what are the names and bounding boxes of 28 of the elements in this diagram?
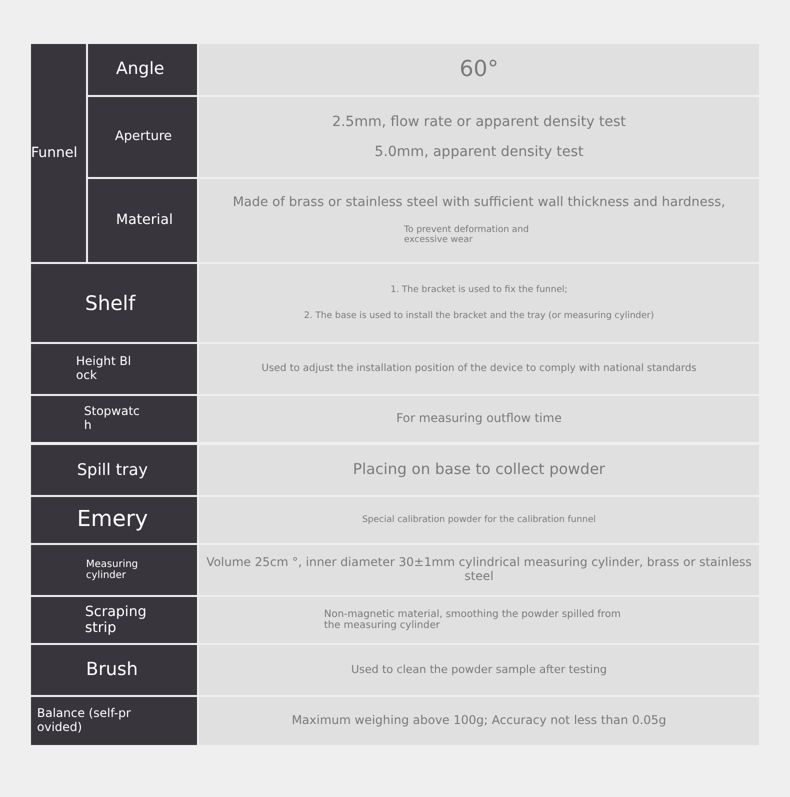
row-header: Shelf xyxy=(85,292,136,314)
cell-text: 60° xyxy=(460,56,498,82)
cell-text: Used to adjust the installation position of the device to comply with national standards xyxy=(262,363,696,375)
cell-text: Special calibration powder for the calibration funnel xyxy=(362,514,596,526)
row-header: Balance (self-provided) xyxy=(37,707,132,735)
row-header: Funnel xyxy=(31,144,78,162)
cell-text: Used to clean the powder sample after testing xyxy=(351,664,607,676)
cell-text: Made of brass or stainless steel with sufficient wall thickness and hardness, xyxy=(232,196,726,211)
cell-text: 5.0mm, apparent density test xyxy=(374,144,584,160)
row-header: Spill tray xyxy=(77,460,148,480)
row-header: Brush xyxy=(86,660,138,680)
row-header: Height Block xyxy=(76,355,132,383)
row-header: Emery xyxy=(77,507,148,533)
cell-text: To prevent deformation and excessive wear xyxy=(404,224,530,246)
cell-text: Placing on base to collect powder xyxy=(352,461,606,479)
cell-text: 1. The bracket is used to fix the funnel; xyxy=(390,284,568,295)
row-header: Scraping strip xyxy=(85,604,147,636)
cell-text: Maximum weighing above 100g; Accuracy not less than 0.05g xyxy=(292,714,666,728)
row-header: Material xyxy=(116,212,174,229)
cell-text: For measuring outflow time xyxy=(396,412,562,426)
cell-text: Volume 25cm °, inner diameter 30±1mm cylindrical measuring cylinder, brass or stainless steel xyxy=(205,556,753,584)
cell-text: 2. The base is used to install the bracket and the tray (or measuring cylinder) xyxy=(304,311,654,322)
row-header: Measuring cylinder xyxy=(86,558,140,582)
row-header: Aperture xyxy=(115,130,173,144)
cell-text: Non-magnetic material, smoothing the powder spilled from the measuring cylinder xyxy=(324,608,622,632)
cell-text: 2.5mm, flow rate or apparent density test xyxy=(332,114,626,130)
row-header: Stopwatch xyxy=(84,405,140,433)
row-header: Angle xyxy=(116,60,166,80)
